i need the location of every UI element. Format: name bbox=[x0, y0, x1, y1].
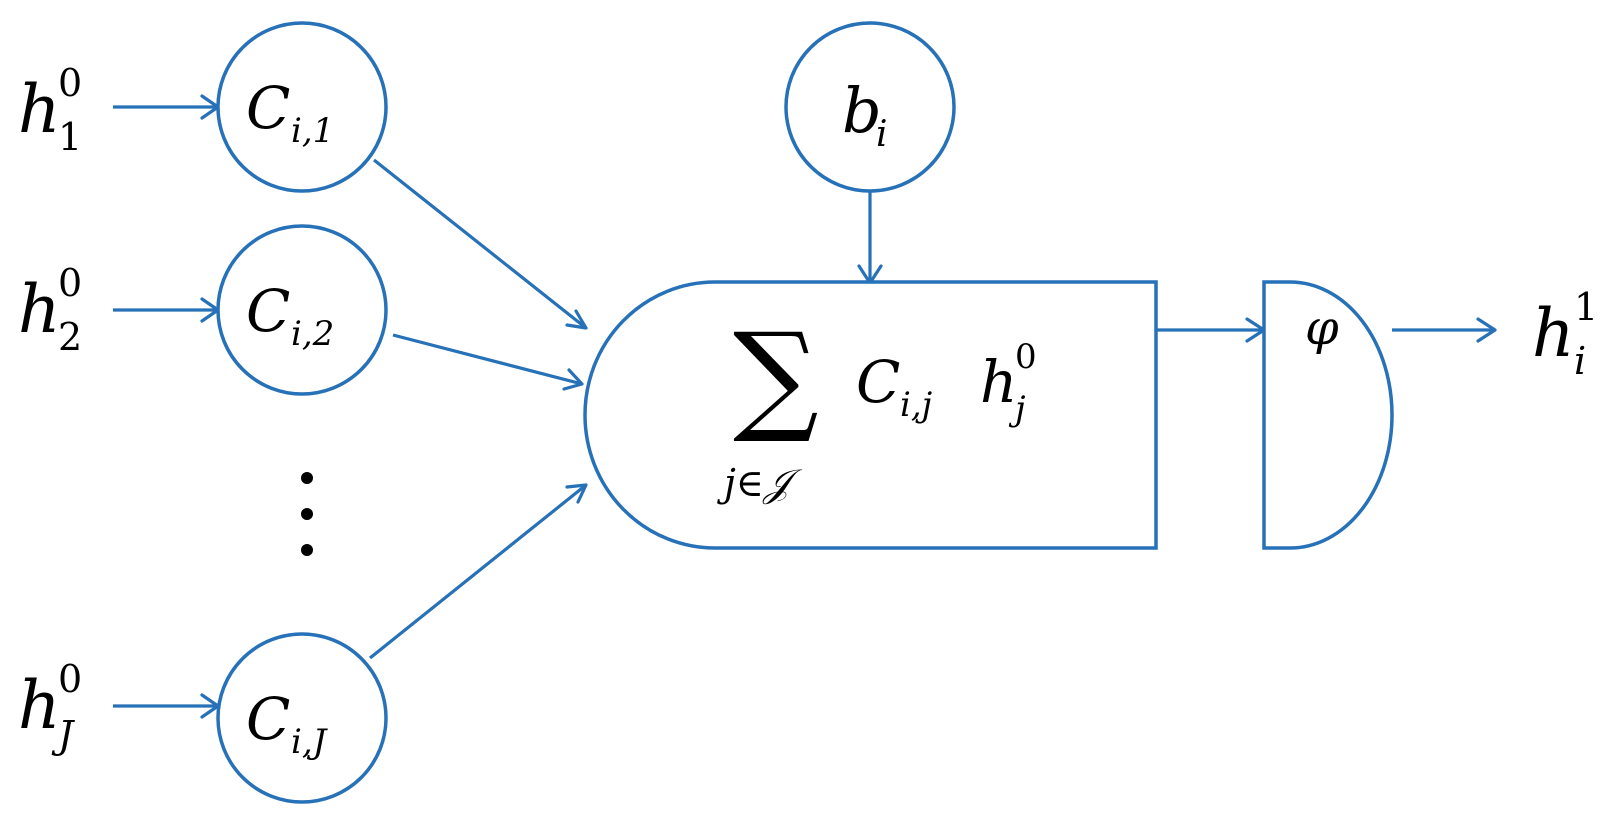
input-label-1: h 0 1 bbox=[18, 61, 82, 159]
svg-text:φ: φ bbox=[1305, 300, 1339, 356]
activation-node: φ bbox=[1262, 280, 1394, 550]
input-label-2: h 0 2 bbox=[18, 261, 82, 359]
svg-text:i,2: i,2 bbox=[291, 314, 334, 354]
summation-box: ∑ j∈𝒥 C i,j h 0 j bbox=[583, 280, 1158, 550]
svg-text:C: C bbox=[246, 277, 290, 345]
bias-node: b i bbox=[784, 21, 956, 193]
input-arrow-2 bbox=[113, 297, 220, 323]
bias-arrow bbox=[857, 191, 883, 285]
svg-text:∑: ∑ bbox=[733, 308, 819, 447]
weight-node-2: C i,2 bbox=[216, 224, 388, 396]
vertical-ellipsis bbox=[301, 472, 313, 556]
svg-text:h: h bbox=[18, 667, 61, 744]
weight-node-1: C i,1 bbox=[216, 21, 388, 193]
svg-text:j∈𝒥: j∈𝒥 bbox=[717, 461, 803, 505]
svg-text:h: h bbox=[18, 71, 61, 148]
svg-text:i,J: i,J bbox=[291, 722, 329, 762]
svg-text:0: 0 bbox=[58, 61, 82, 105]
input-arrow-1 bbox=[113, 94, 220, 120]
svg-text:0: 0 bbox=[58, 261, 82, 305]
svg-text:i,j: i,j bbox=[900, 385, 933, 425]
svg-text:1: 1 bbox=[58, 115, 82, 159]
edge-weight-1-to-sum bbox=[373, 158, 588, 330]
svg-text:h: h bbox=[18, 271, 61, 348]
edge-weight-2-to-sum bbox=[392, 333, 584, 391]
sum-to-activation-arrow bbox=[1156, 317, 1266, 343]
svg-text:h: h bbox=[980, 348, 1017, 416]
input-arrow-J bbox=[113, 693, 220, 719]
svg-text:C: C bbox=[246, 74, 290, 142]
svg-text:0: 0 bbox=[1015, 337, 1037, 377]
svg-text:b: b bbox=[842, 74, 882, 147]
output-label: h 1 i bbox=[1532, 285, 1598, 383]
svg-text:h: h bbox=[1532, 295, 1575, 372]
output-arrow bbox=[1392, 317, 1497, 343]
svg-text:C: C bbox=[856, 348, 900, 416]
weight-node-J: C i,J bbox=[216, 632, 388, 804]
svg-text:i: i bbox=[1574, 339, 1586, 383]
svg-text:i,1: i,1 bbox=[291, 111, 334, 151]
svg-text:i: i bbox=[876, 114, 888, 155]
svg-text:0: 0 bbox=[58, 657, 82, 701]
svg-text:C: C bbox=[246, 685, 290, 753]
svg-text:1: 1 bbox=[1574, 285, 1598, 329]
input-label-J: h 0 J bbox=[18, 657, 82, 757]
svg-text:2: 2 bbox=[58, 315, 82, 359]
edge-weight-J-to-sum bbox=[368, 483, 588, 660]
